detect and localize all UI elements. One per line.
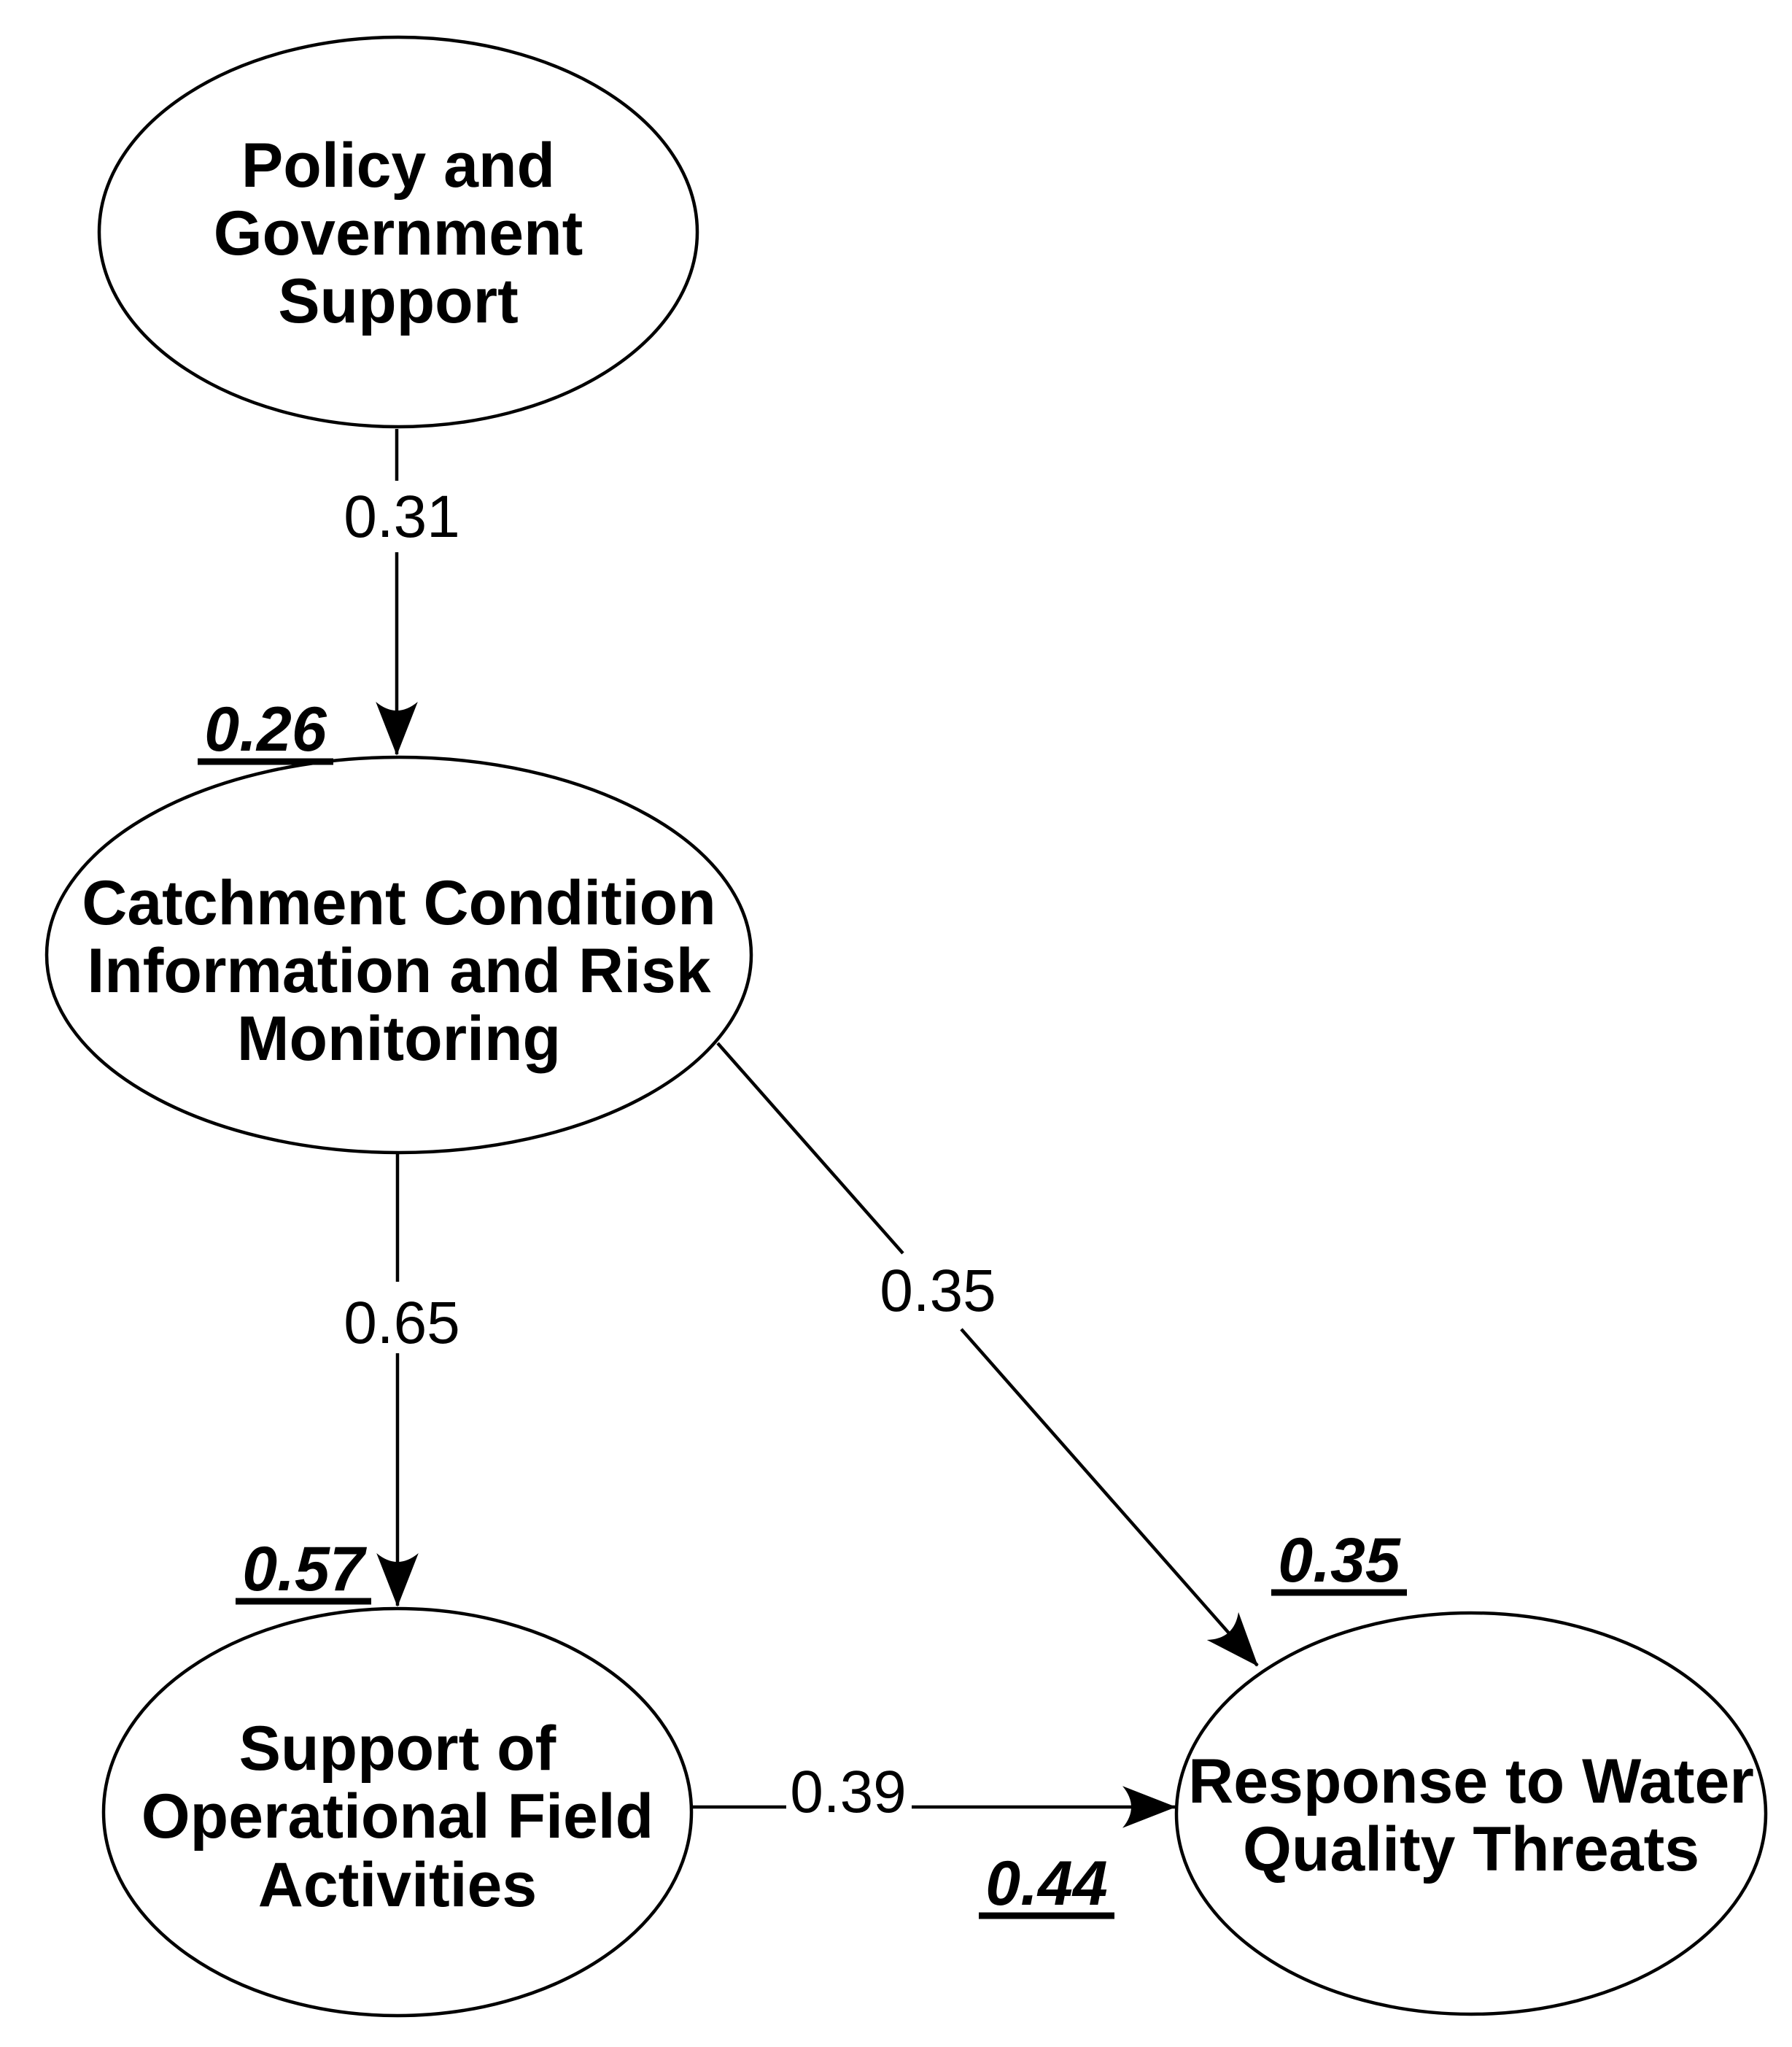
node-label-line: Government (214, 198, 583, 268)
coefficient-catchment-to-response: 0.35 (880, 1258, 996, 1324)
node-response-water-quality-threats (1174, 1611, 1768, 2016)
r-squared-response-upper: 0.35 (1278, 1525, 1401, 1595)
node-label-response-water-quality-threats: Response to Water Quality Threats (1188, 1746, 1754, 1884)
r-squared-response-lower: 0.44 (985, 1849, 1107, 1919)
node-label-line: Response to Water (1188, 1746, 1754, 1816)
coefficient-support-to-response: 0.39 (790, 1759, 907, 1825)
node-label-support-operational-field-activities: Support of Operational Field Activities (141, 1714, 653, 1920)
node-label-line: Information and Risk (87, 936, 710, 1006)
node-label-line: Policy and (241, 131, 555, 201)
node-label-line: Support of (239, 1714, 556, 1784)
r-squared-support: 0.57 (242, 1534, 368, 1604)
node-label-line: Operational Field (141, 1781, 653, 1851)
node-catchment-condition-information-risk-monitoring (44, 755, 753, 1155)
node-support-operational-field-activities (101, 1606, 694, 2018)
node-label-line: Activities (258, 1850, 537, 1920)
node-label-line: Quality Threats (1243, 1814, 1699, 1884)
node-label-line: Catchment Condition (82, 868, 716, 938)
node-label-line: Monitoring (237, 1004, 561, 1074)
edge-catchment-to-response-segment-1 (716, 1042, 904, 1255)
node-policy-government-support (97, 35, 699, 429)
edge-catchment-to-response-segment-2 (960, 1328, 1259, 1667)
node-label-line: Support (278, 266, 519, 336)
coefficient-policy-to-catchment: 0.31 (344, 484, 460, 550)
coefficient-catchment-to-support: 0.65 (344, 1290, 460, 1356)
node-label-policy-government-support: Policy and Government Support (214, 131, 583, 336)
node-label-catchment-condition-information-risk-monitoring: Catchment Condition Information and Risk… (82, 868, 716, 1074)
r-squared-catchment: 0.26 (204, 694, 327, 765)
